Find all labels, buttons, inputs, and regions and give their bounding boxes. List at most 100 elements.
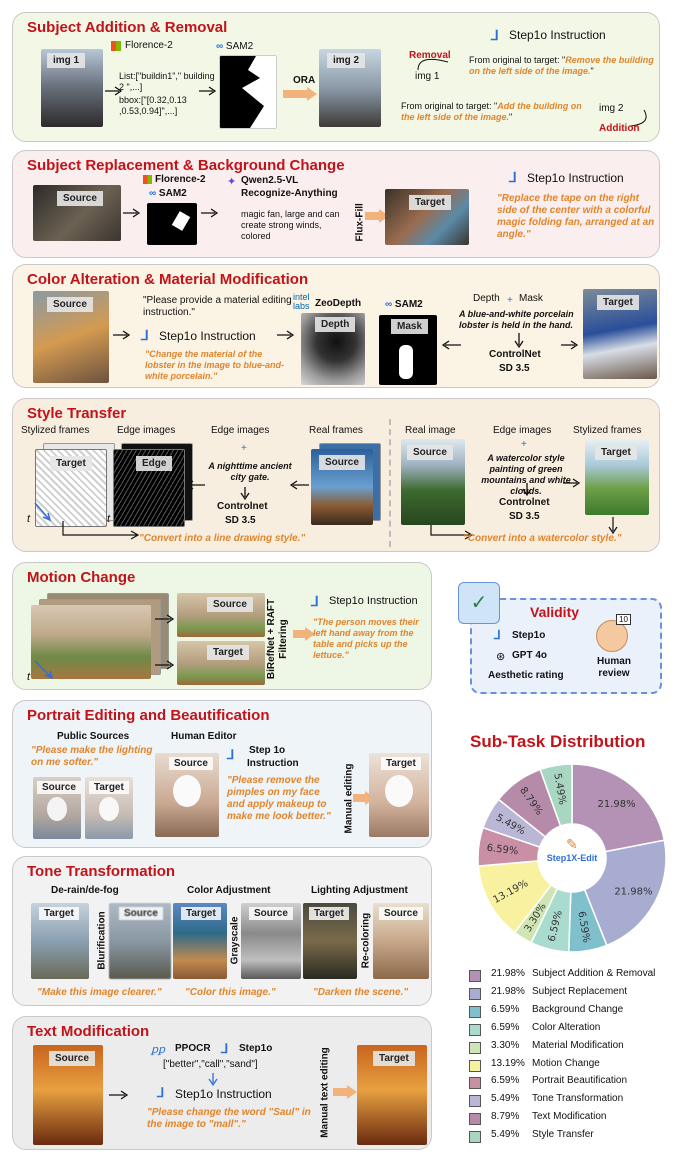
source-label-2: Source <box>407 445 453 460</box>
lighting-source-photo: Source <box>373 903 429 979</box>
target-photo: Target <box>177 641 265 685</box>
step1o-icon: ⅃ <box>221 1041 229 1056</box>
from-text-1: From original to target: " <box>469 55 566 65</box>
filter-text: BiRefNet + RAFT <box>266 598 277 680</box>
down-arrow-2 <box>608 517 618 535</box>
video-frame-front <box>31 605 151 679</box>
addition-instruction: From original to target: "Add the buildi… <box>401 101 582 122</box>
source-label-2: Source <box>169 757 213 770</box>
face-blur <box>47 797 67 821</box>
legend-percent: 5.49% <box>491 1093 520 1105</box>
mask-shape <box>220 56 264 128</box>
color-source-photo: Source <box>241 903 301 979</box>
arrow-down <box>514 333 524 349</box>
legend-percent: 6.59% <box>491 1021 520 1033</box>
sam2-text: SAM2 <box>394 299 423 310</box>
recognize-anything-label: Recognize-Anything <box>241 188 338 199</box>
sam2-text: SAM2 <box>158 188 187 199</box>
panel-title: Subject Replacement & Background Change <box>27 157 345 174</box>
source-poster: Source <box>33 1045 103 1145</box>
step1o-icon: ⅃ <box>141 327 149 343</box>
source-label-1: Source <box>119 907 163 920</box>
target-label-2: Target <box>181 907 221 920</box>
instruction-label: Instruction <box>247 758 299 769</box>
time-axis-label: t <box>27 513 31 525</box>
panel-title: Tone Transformation <box>27 863 176 880</box>
aesthetic-rating: Aesthetic rating <box>488 670 564 681</box>
img2-photo: img 2 <box>319 49 381 127</box>
florence-icon <box>143 175 152 184</box>
replacement-quote: "Replace the tape on the right side of t… <box>497 193 655 240</box>
panel-subject-addition-removal: Subject Addition & Removal img 1 Florenc… <box>12 12 660 142</box>
source-label: Source <box>57 191 103 206</box>
removal-instruction: From original to target: "Remove the bui… <box>469 55 654 76</box>
legend-label: Tone Transformation <box>532 1093 624 1105</box>
clearer-quote: "Make this image clearer." <box>37 987 162 998</box>
watercolor-quote-text: Convert into a watercolor style. <box>467 533 617 544</box>
plus-sign: + <box>241 443 247 454</box>
legend-percent: 6.59% <box>491 1075 520 1087</box>
beautify-quote: "Please remove the pimples on my face an… <box>227 775 331 822</box>
legend-label: Style Transfer <box>532 1129 594 1141</box>
edge-frame-front: Edge <box>113 449 185 527</box>
time-axis-label-2: t <box>107 513 111 525</box>
gpt-icon: ⊛ <box>496 651 506 663</box>
depth-header: Depth <box>473 293 500 304</box>
legend-label: Portrait Beautification <box>532 1075 628 1087</box>
chart-title: Sub-Task Distribution <box>470 732 646 751</box>
controlnet-label: ControlNet <box>489 349 541 360</box>
source-label-3: Source <box>379 907 423 920</box>
edge-label: Edge <box>136 456 173 471</box>
arrow <box>123 208 141 218</box>
panel-portrait: Portrait Editing and Beautification Publ… <box>12 700 432 848</box>
source-label: Source <box>37 781 81 794</box>
panel-title: Color Alteration & Material Modification <box>27 271 309 288</box>
mask-image: Mask <box>379 315 437 385</box>
cycle-arrows <box>417 58 647 127</box>
legend-swatch <box>469 1059 481 1072</box>
filtering-text: Filtering <box>278 619 289 659</box>
legend-swatch <box>469 1077 481 1090</box>
real-image-label: Real image <box>405 425 456 436</box>
time-arrow <box>34 660 54 680</box>
time-axis-label: t <box>27 671 31 683</box>
target-label: Target <box>50 456 92 471</box>
editor-target-photo: Target <box>369 753 429 837</box>
legend-percent: 13.19% <box>491 1057 525 1069</box>
legend-swatch <box>469 970 481 982</box>
panel-motion-change: Motion Change t Source Target BiRefNet +… <box>12 562 432 690</box>
manual-arrow <box>333 1085 357 1099</box>
intel-text: intel <box>293 292 310 302</box>
arrow <box>199 86 217 96</box>
controlnet-label: Controlnet <box>217 501 268 512</box>
step1o-icon: ⅃ <box>491 27 499 43</box>
mask-shape <box>171 211 191 231</box>
arrow <box>105 86 123 96</box>
legend-label: Material Modification <box>532 1039 624 1051</box>
target-label: Target <box>409 195 451 210</box>
ppocr-logo: ꝑꝑ <box>151 1044 165 1056</box>
divider <box>389 419 391 547</box>
arrow <box>113 330 131 340</box>
legend-swatch <box>469 1095 481 1108</box>
source-label: Source <box>47 297 93 312</box>
qwen-label: Qwen2.5-VL <box>241 175 299 186</box>
line-drawing-quote: "Convert into a line drawing style." <box>139 533 306 544</box>
sam2-label: ∞ SAM2 <box>385 299 423 310</box>
removal-quote: Remove the building on the left side of … <box>469 55 654 76</box>
legend-swatch <box>469 1113 481 1126</box>
step1o-instruction-label: Step1o Instruction <box>527 171 624 185</box>
human-review-icon <box>596 620 628 652</box>
arrow <box>561 340 579 350</box>
clearer-quote-text: Make this image clearer. <box>41 987 157 998</box>
arrow-left <box>185 480 205 490</box>
derain-target-photo: Target <box>31 903 89 979</box>
filter-arrow <box>293 627 315 641</box>
flux-fill-arrow <box>365 209 389 223</box>
sam2-label: ∞ SAM2 <box>216 41 254 52</box>
legend-label: Background Change <box>532 1003 624 1015</box>
source-photo: Source <box>33 185 121 241</box>
source-label-2: Source <box>249 907 293 920</box>
watercolor-prompt: A watercolor style painting of green mou… <box>481 453 571 496</box>
